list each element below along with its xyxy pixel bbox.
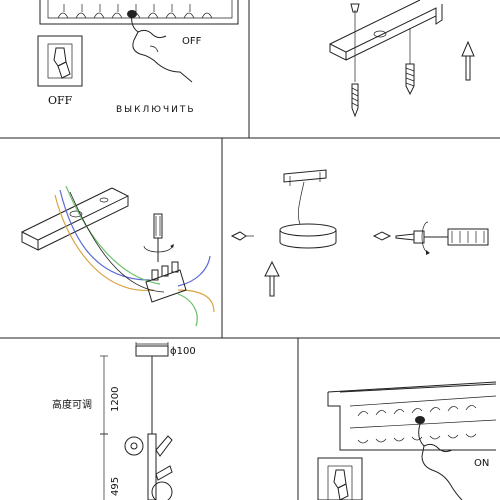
dimension-line-cable — [100, 355, 108, 435]
canopy-screw-left — [230, 231, 254, 241]
switch-off-label: OFF — [48, 94, 73, 107]
mounting-bracket — [329, 0, 443, 61]
dimension-diameter: ϕ100 — [170, 346, 196, 357]
panel-wiring — [21, 185, 215, 327]
breaker-off-label: OFF — [182, 36, 202, 47]
screwdriver-icon — [143, 213, 174, 262]
anchor-screw-right — [405, 28, 415, 96]
breaker-toggles — [357, 405, 477, 444]
breaker-toggles — [57, 4, 213, 19]
canopy-cup — [279, 223, 337, 249]
dimension-body-length: 495 — [110, 477, 121, 496]
panel-bracket-mounting — [329, 0, 475, 118]
breaker-strip — [39, 0, 239, 25]
arrow-up-icon — [264, 260, 280, 297]
breaker-strip — [327, 381, 497, 451]
panel-canopy — [230, 169, 489, 297]
dimension-line-body — [100, 433, 108, 500]
canopy-screw-right — [372, 231, 392, 241]
supply-wires — [54, 185, 215, 327]
canopy-bracket — [283, 169, 327, 225]
dimension-cable-length: 1200 — [110, 387, 121, 412]
terminal-block — [145, 261, 187, 303]
adjustable-height-label: 高度可调 — [52, 398, 92, 411]
screwdriver-icon — [395, 221, 489, 255]
pendant-body — [124, 433, 173, 500]
panel-dimensions: ϕ100 1200 高度可调 495 — [52, 342, 196, 500]
breaker-on-label: ON — [474, 458, 489, 469]
arrow-up-icon — [461, 40, 475, 81]
panel-switch-off: OFF OFF ВЫКЛЮЧИТЬ — [37, 0, 239, 115]
anchor-screw-left — [350, 3, 360, 118]
ceiling-canopy — [135, 342, 169, 357]
wall-switch — [37, 35, 83, 87]
hand-pointer-icon — [127, 10, 193, 83]
wall-switch — [317, 457, 363, 500]
hand-pointer-icon — [415, 416, 463, 500]
wiring-bracket — [21, 187, 129, 251]
switch-off-caption: ВЫКЛЮЧИТЬ — [116, 105, 196, 115]
panel-switch-on: ON — [317, 381, 497, 500]
